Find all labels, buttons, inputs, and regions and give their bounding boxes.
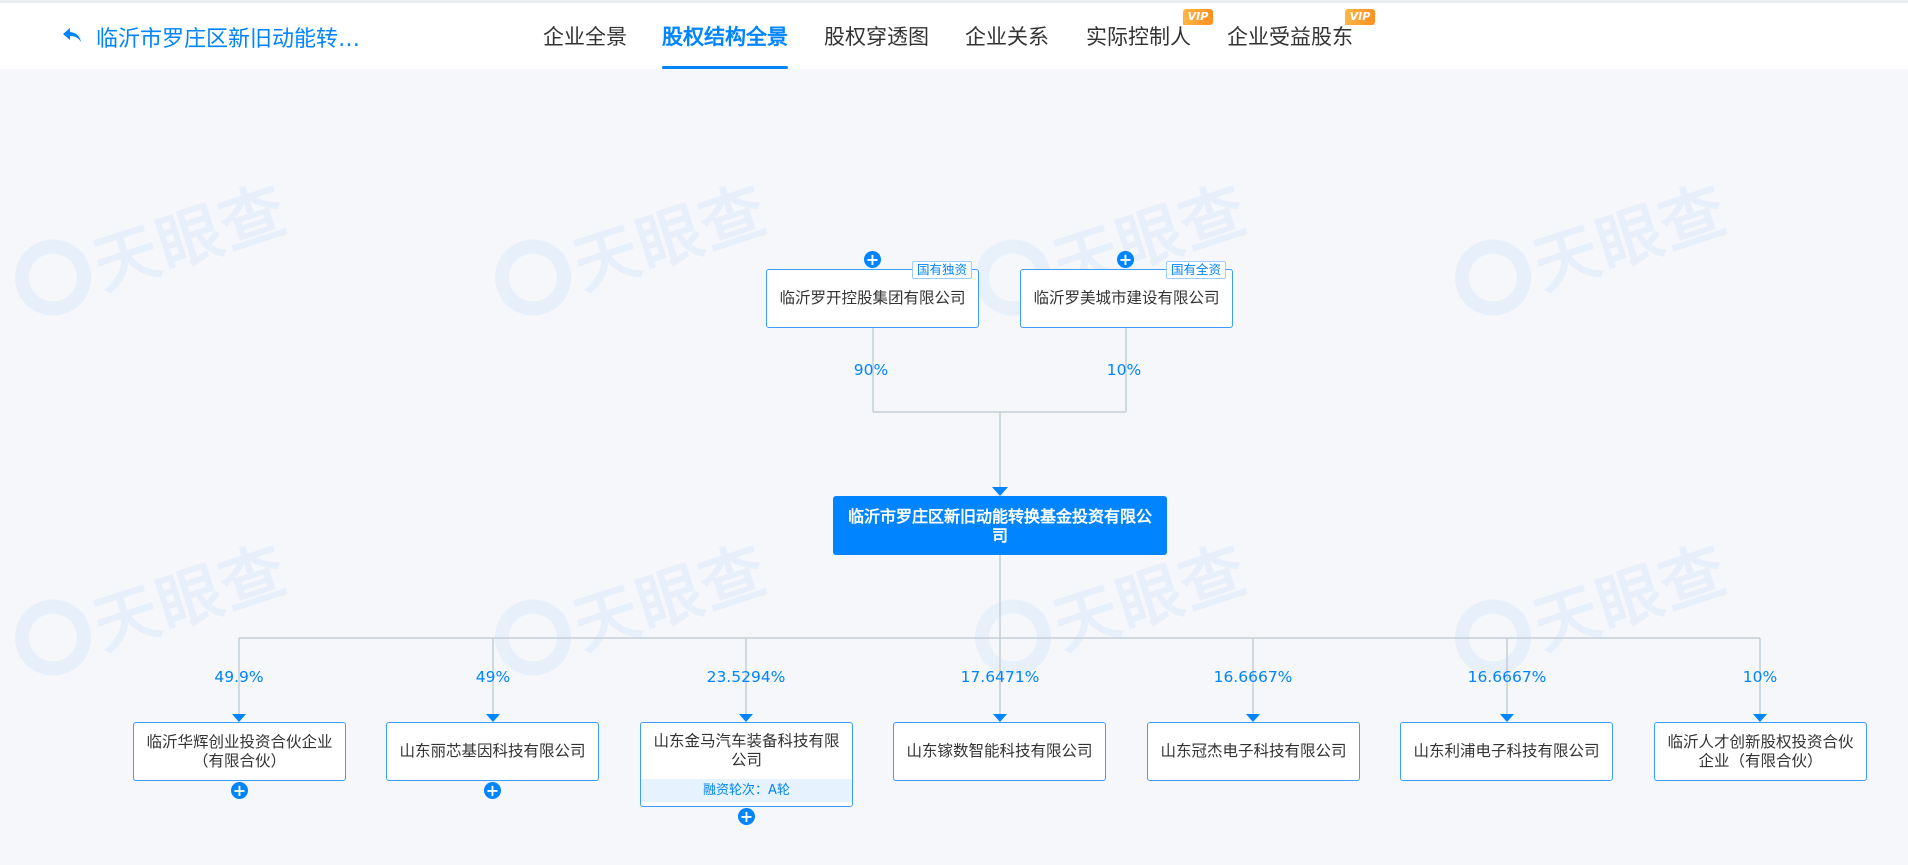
- percent-label: 90%: [853, 361, 889, 379]
- vip-badge: VIP: [1183, 9, 1213, 25]
- node-name: 临沂人才创新股权投资合伙企业（有限合伙）: [1667, 732, 1854, 770]
- percent-label: 16.6667%: [1467, 668, 1547, 686]
- ownership-tag: 国有全资: [1165, 261, 1226, 279]
- expand-plus-icon[interactable]: +: [738, 807, 755, 826]
- investment-node[interactable]: 山东镓数智能科技有限公司: [893, 722, 1106, 781]
- tab-enterprise-relations[interactable]: 企业关系: [965, 25, 1049, 49]
- shareholder-node[interactable]: 国有全资 临沂罗美城市建设有限公司: [1020, 261, 1233, 328]
- node-name: 山东利浦电子科技有限公司: [1413, 742, 1600, 760]
- tab-overview[interactable]: 企业全景: [543, 25, 627, 49]
- node-name: 临沂罗开控股集团有限公司: [779, 289, 966, 307]
- percent-label: 10%: [1106, 361, 1142, 379]
- tab-equity-penetration[interactable]: 股权穿透图: [824, 25, 929, 49]
- expand-plus-icon[interactable]: +: [484, 781, 501, 800]
- shareholder-node[interactable]: 国有独资 临沂罗开控股集团有限公司: [766, 261, 979, 328]
- expand-plus-icon[interactable]: +: [231, 781, 248, 800]
- percent-label: 17.6471%: [960, 668, 1040, 686]
- investment-node[interactable]: 临沂人才创新股权投资合伙企业（有限合伙）: [1654, 722, 1867, 781]
- company-title: 临沂市罗庄区新旧动能转…: [96, 27, 361, 52]
- node-name: 山东冠杰电子科技有限公司: [1160, 742, 1347, 760]
- tab-equity-structure[interactable]: 股权结构全景: [662, 21, 788, 69]
- header-bar: 临沂市罗庄区新旧动能转… 企业全景 股权结构全景 股权穿透图 企业关系 实际控制…: [0, 3, 1908, 69]
- node-name: 山东丽芯基因科技有限公司: [399, 742, 586, 760]
- top-border: [0, 0, 1908, 3]
- node-name: 山东金马汽车装备科技有限公司: [653, 732, 840, 769]
- investment-node[interactable]: 山东利浦电子科技有限公司: [1400, 722, 1613, 781]
- ownership-tag: 国有独资: [911, 261, 972, 279]
- node-name: 临沂华辉创业投资合伙企业（有限合伙）: [146, 732, 333, 770]
- percent-label: 16.6667%: [1213, 668, 1293, 686]
- expand-plus-icon[interactable]: +: [1117, 250, 1134, 269]
- node-name: 临沂罗美城市建设有限公司: [1033, 289, 1220, 307]
- back-button[interactable]: 临沂市罗庄区新旧动能转…: [60, 21, 360, 53]
- investment-node[interactable]: 山东金马汽车装备科技有限公司 融资轮次：A轮: [640, 722, 853, 807]
- vip-badge: VIP: [1345, 9, 1375, 25]
- investment-node[interactable]: 山东冠杰电子科技有限公司: [1147, 722, 1360, 781]
- node-name: 山东镓数智能科技有限公司: [906, 742, 1093, 760]
- percent-label: 23.5294%: [706, 668, 786, 686]
- investment-node[interactable]: 临沂华辉创业投资合伙企业（有限合伙）: [133, 722, 346, 781]
- node-name: 临沂市罗庄区新旧动能转换基金投资有限公司: [847, 506, 1152, 545]
- back-arrow-icon: [60, 23, 84, 51]
- expand-plus-icon[interactable]: +: [864, 250, 881, 269]
- percent-label: 49.9%: [214, 668, 264, 686]
- funding-round-label: 融资轮次：A轮: [641, 779, 852, 802]
- percent-label: 10%: [1742, 668, 1778, 686]
- center-company-node[interactable]: 临沂市罗庄区新旧动能转换基金投资有限公司: [833, 496, 1167, 555]
- investment-node[interactable]: 山东丽芯基因科技有限公司: [386, 722, 599, 781]
- percent-label: 49%: [475, 668, 511, 686]
